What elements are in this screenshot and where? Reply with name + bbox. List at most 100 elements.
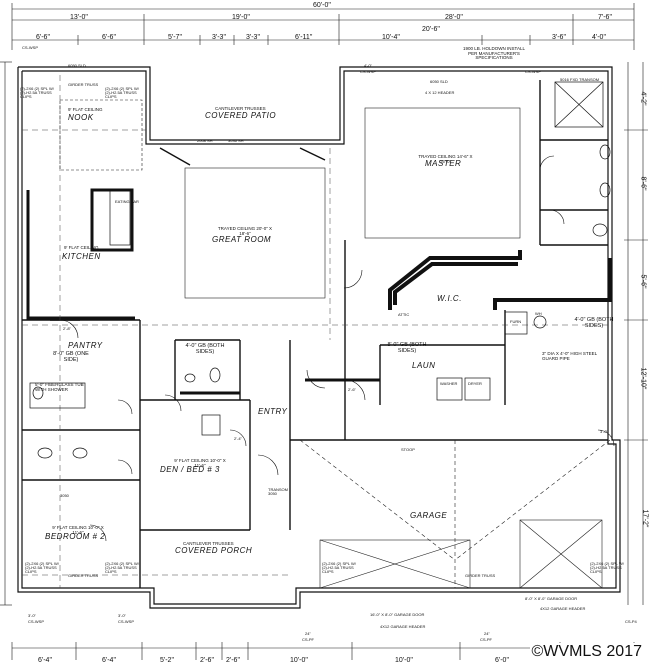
dim-right-4: 12'-10" bbox=[639, 367, 647, 390]
label-attic: ATTIC bbox=[398, 312, 410, 317]
dim-top2-7: 20'-6" bbox=[422, 26, 440, 33]
room-wic: W.I.C. bbox=[437, 294, 462, 303]
note-steel-pipe: 3" DIA X 4'-0" HIGH STEEL GUARD PIPE bbox=[542, 351, 597, 361]
door-tag-3: 2'-4" bbox=[234, 436, 242, 441]
side-label-30-b: 3'-0" bbox=[118, 613, 126, 618]
note-girder-truss-bottom: GIRDER TRUSS bbox=[68, 573, 99, 578]
label-win-2008: 2008 SH bbox=[197, 138, 213, 143]
dim-bottom-8: 6'-0" bbox=[495, 657, 509, 664]
note-truss-clips-6: (2)-2X6 (2) SPL W/ (2)-H2.5A TRUSS CLIPS bbox=[590, 561, 624, 574]
kitchen-counters bbox=[26, 188, 380, 395]
label-eating-bar: EATING BAR bbox=[115, 199, 139, 204]
dim-top2-3: 5'-7" bbox=[168, 34, 182, 41]
note-truss-clips-1: (2)-2X6 (2) SPL W/ (2)-H2.5A TRUSS CLIPS bbox=[20, 86, 54, 99]
door-swings bbox=[59, 155, 615, 542]
room-entry: ENTRY bbox=[258, 407, 288, 416]
ceiling-kitchen: 9' FLAT CEILING bbox=[64, 245, 99, 250]
door-tag-2: 2'-6" bbox=[348, 387, 356, 392]
ceiling-cantilever-patio: CANTILEVER TRUSSES bbox=[215, 106, 266, 111]
dim-right-5: 17'-2" bbox=[641, 509, 649, 528]
ceiling-master: TRAYED CEILING 14'-6" X 15'-0" bbox=[418, 154, 473, 164]
dim-bottom-1: 6'-4" bbox=[38, 657, 52, 664]
truss-dashed-lines bbox=[22, 75, 608, 588]
room-covered-porch: COVERED PORCH bbox=[175, 546, 253, 555]
ceiling-bedroom2: 9' FLAT CEILING 10'-0" X 11'-6" bbox=[52, 525, 104, 535]
side-label-top-right: CS-WSP bbox=[525, 69, 541, 74]
dim-bottom-7: 10'-0" bbox=[395, 657, 413, 664]
note-sld-top: 6050 SLD bbox=[68, 63, 86, 68]
door-tag-1: 2'-8" bbox=[63, 326, 71, 331]
dim-top2-4: 3'-3" bbox=[212, 34, 226, 41]
ceiling-nook: 9' FLAT CEILING bbox=[68, 107, 103, 112]
note-truss-clips-3: (2)-2X6 (2) SPL W/ (2)-H2.5A TRUSS CLIPS bbox=[25, 561, 59, 574]
room-garage: GARAGE bbox=[410, 511, 448, 520]
label-furn: FURN bbox=[510, 319, 522, 324]
note-tub: 5'-0" FIBERGLASS TUB WITH SHOWER bbox=[35, 382, 84, 392]
overall-width-dim: 60'-0" bbox=[313, 2, 331, 9]
side-label-bottom-4: CS-PF bbox=[480, 637, 492, 642]
dim-bottom-4: 2'-6" bbox=[200, 657, 214, 664]
top-dimension-lines bbox=[11, 3, 635, 50]
note-gb-both-3: 8'-0" GB (BOTH SIDES) bbox=[387, 342, 427, 354]
side-label-24-b: 24" bbox=[484, 631, 490, 636]
dim-top2-2: 6'-6" bbox=[102, 34, 116, 41]
dim-top2-5: 3'-3" bbox=[246, 34, 260, 41]
label-stoop: STOOP bbox=[401, 447, 415, 452]
note-gb-one: 8'-0" GB (ONE SIDE) bbox=[53, 351, 89, 363]
note-girder-truss-garage: GIRDER TRUSS bbox=[465, 573, 496, 578]
dim-top2-9: 3'-6" bbox=[552, 34, 566, 41]
dim-bottom-2: 6'-4" bbox=[102, 657, 116, 664]
label-washer: WASHER bbox=[440, 381, 458, 386]
side-label-top-left: CS-WSP bbox=[22, 45, 38, 50]
note-gb-both-2: 4'-0" GB (BOTH SIDES) bbox=[574, 317, 614, 329]
side-label-24-a: 24" bbox=[305, 631, 311, 636]
door-tag-4: 3'-0" bbox=[600, 429, 608, 434]
watermark: ©WVMLS 2017 bbox=[529, 643, 644, 661]
room-den-bed: DEN / BED # 3 bbox=[160, 465, 220, 474]
note-truss-clips-2: (2)-2X6 (2) SPL W/ (2)-H2.5A TRUSS CLIPS bbox=[105, 86, 139, 99]
dim-top-4: 7'-6" bbox=[598, 14, 612, 21]
label-win-3050: 3050 bbox=[60, 493, 69, 498]
dim-right-3: 5'-6" bbox=[639, 274, 647, 289]
dim-top-3: 28'-0" bbox=[445, 14, 463, 21]
fixtures bbox=[29, 81, 611, 459]
ceiling-den: 9' FLAT CEILING 10'-0" X 11'-6" bbox=[174, 458, 226, 468]
dim-top2-1: 6'-6" bbox=[36, 34, 50, 41]
room-great-room: GREAT ROOM bbox=[212, 235, 272, 244]
side-dimension-lines bbox=[0, 61, 648, 606]
note-truss-clips-4: (2)-2X6 (2) SPL W/ (2)-H2.5A TRUSS CLIPS bbox=[105, 561, 139, 574]
dim-top2-10: 4'-0" bbox=[592, 34, 606, 41]
room-nook: NOOK bbox=[68, 113, 94, 122]
side-label-bottom-1: CS-WSP bbox=[28, 619, 44, 624]
dim-top2-6: 6'-11" bbox=[295, 34, 313, 41]
label-wh: WH bbox=[535, 311, 542, 316]
room-master: MASTER bbox=[425, 159, 462, 168]
side-label-bottom-3: CS-PF bbox=[302, 637, 314, 642]
note-header: 4 X 12 HEADER bbox=[425, 90, 455, 95]
ceiling-cantilever-porch: CANTILEVER TRUSSES bbox=[183, 541, 234, 546]
room-bedroom-2: BEDROOM # 2 bbox=[45, 532, 106, 541]
dim-top2-8: 10'-4" bbox=[382, 34, 400, 41]
note-girder-truss-top: GIRDER TRUSS bbox=[68, 82, 99, 87]
dim-top-2: 19'-0" bbox=[232, 14, 250, 21]
note-garage-door-right: 8'-0" X 8'-0" GARAGE DOOR bbox=[525, 596, 578, 601]
note-gb-both-1: 4'-0" GB (BOTH SIDES) bbox=[185, 343, 225, 355]
note-transom: 5016 FXD TRANSOM bbox=[560, 77, 600, 82]
room-pantry: PANTRY bbox=[68, 341, 103, 350]
label-dryer: DRYER bbox=[468, 381, 482, 386]
room-laun: LAUN bbox=[412, 361, 436, 370]
wic-shelving bbox=[388, 250, 612, 310]
side-label-bottom-5: CS-P4 bbox=[625, 619, 637, 624]
dim-right-2: 8'-6" bbox=[639, 176, 647, 191]
side-label-bottom-2: CS-WSP bbox=[118, 619, 134, 624]
ceiling-great-room: TRAYED CEILING 20'-0" X 18'-6" bbox=[217, 226, 273, 236]
note-garage-header-2: 4X12 GARAGE HEADER bbox=[540, 606, 586, 611]
side-label-top-mid: CS-WSP bbox=[360, 69, 376, 74]
room-covered-patio: COVERED PATIO bbox=[205, 111, 277, 120]
dim-bottom-5: 2'-6" bbox=[226, 657, 240, 664]
note-sld-master: 6050 SLD bbox=[430, 79, 448, 84]
note-garage-header: 4X12 GARAGE HEADER bbox=[380, 624, 426, 629]
note-holdown: 1900 LB. HOLDOWN INSTALL PER MANUFACTURE… bbox=[463, 46, 525, 60]
label-transom-entry: TRANSOM 3050 bbox=[268, 487, 288, 496]
